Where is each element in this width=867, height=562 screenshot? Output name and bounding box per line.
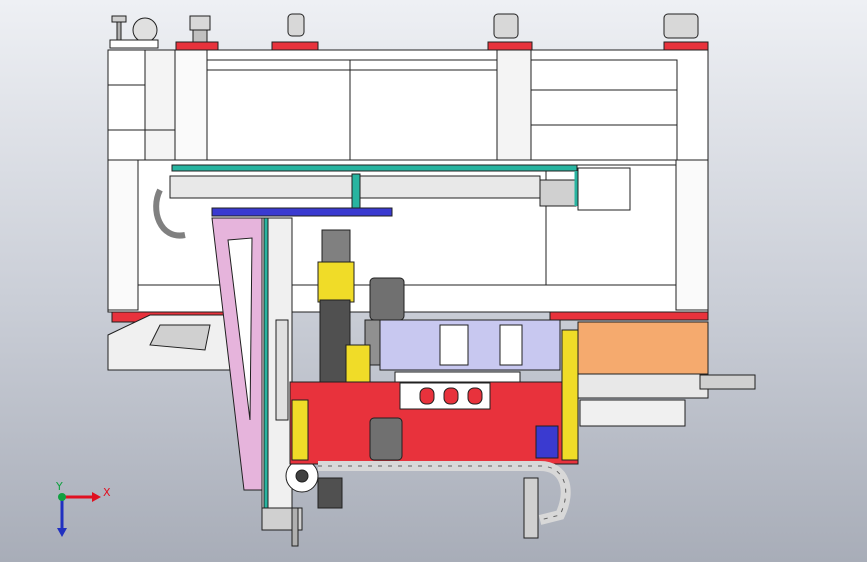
y-axis-label: Y	[55, 480, 63, 493]
z-axis-arrowhead	[57, 528, 67, 537]
cable-chain	[317, 461, 571, 539]
caster-3	[271, 13, 319, 51]
upper-rail	[153, 164, 578, 239]
caster-4	[487, 13, 533, 51]
orange-module	[577, 321, 756, 427]
caster-2	[175, 15, 219, 51]
x-axis-arrowhead	[92, 492, 101, 502]
y-axis-dot	[58, 493, 66, 501]
caster-1	[109, 15, 159, 49]
red-plate	[289, 329, 579, 465]
caster-5	[663, 13, 709, 51]
main-frame	[107, 49, 709, 371]
x-axis-label: X	[103, 486, 111, 499]
top-casters	[109, 13, 709, 51]
pink-arm	[211, 217, 319, 547]
axis-triad: X Y	[55, 480, 111, 537]
